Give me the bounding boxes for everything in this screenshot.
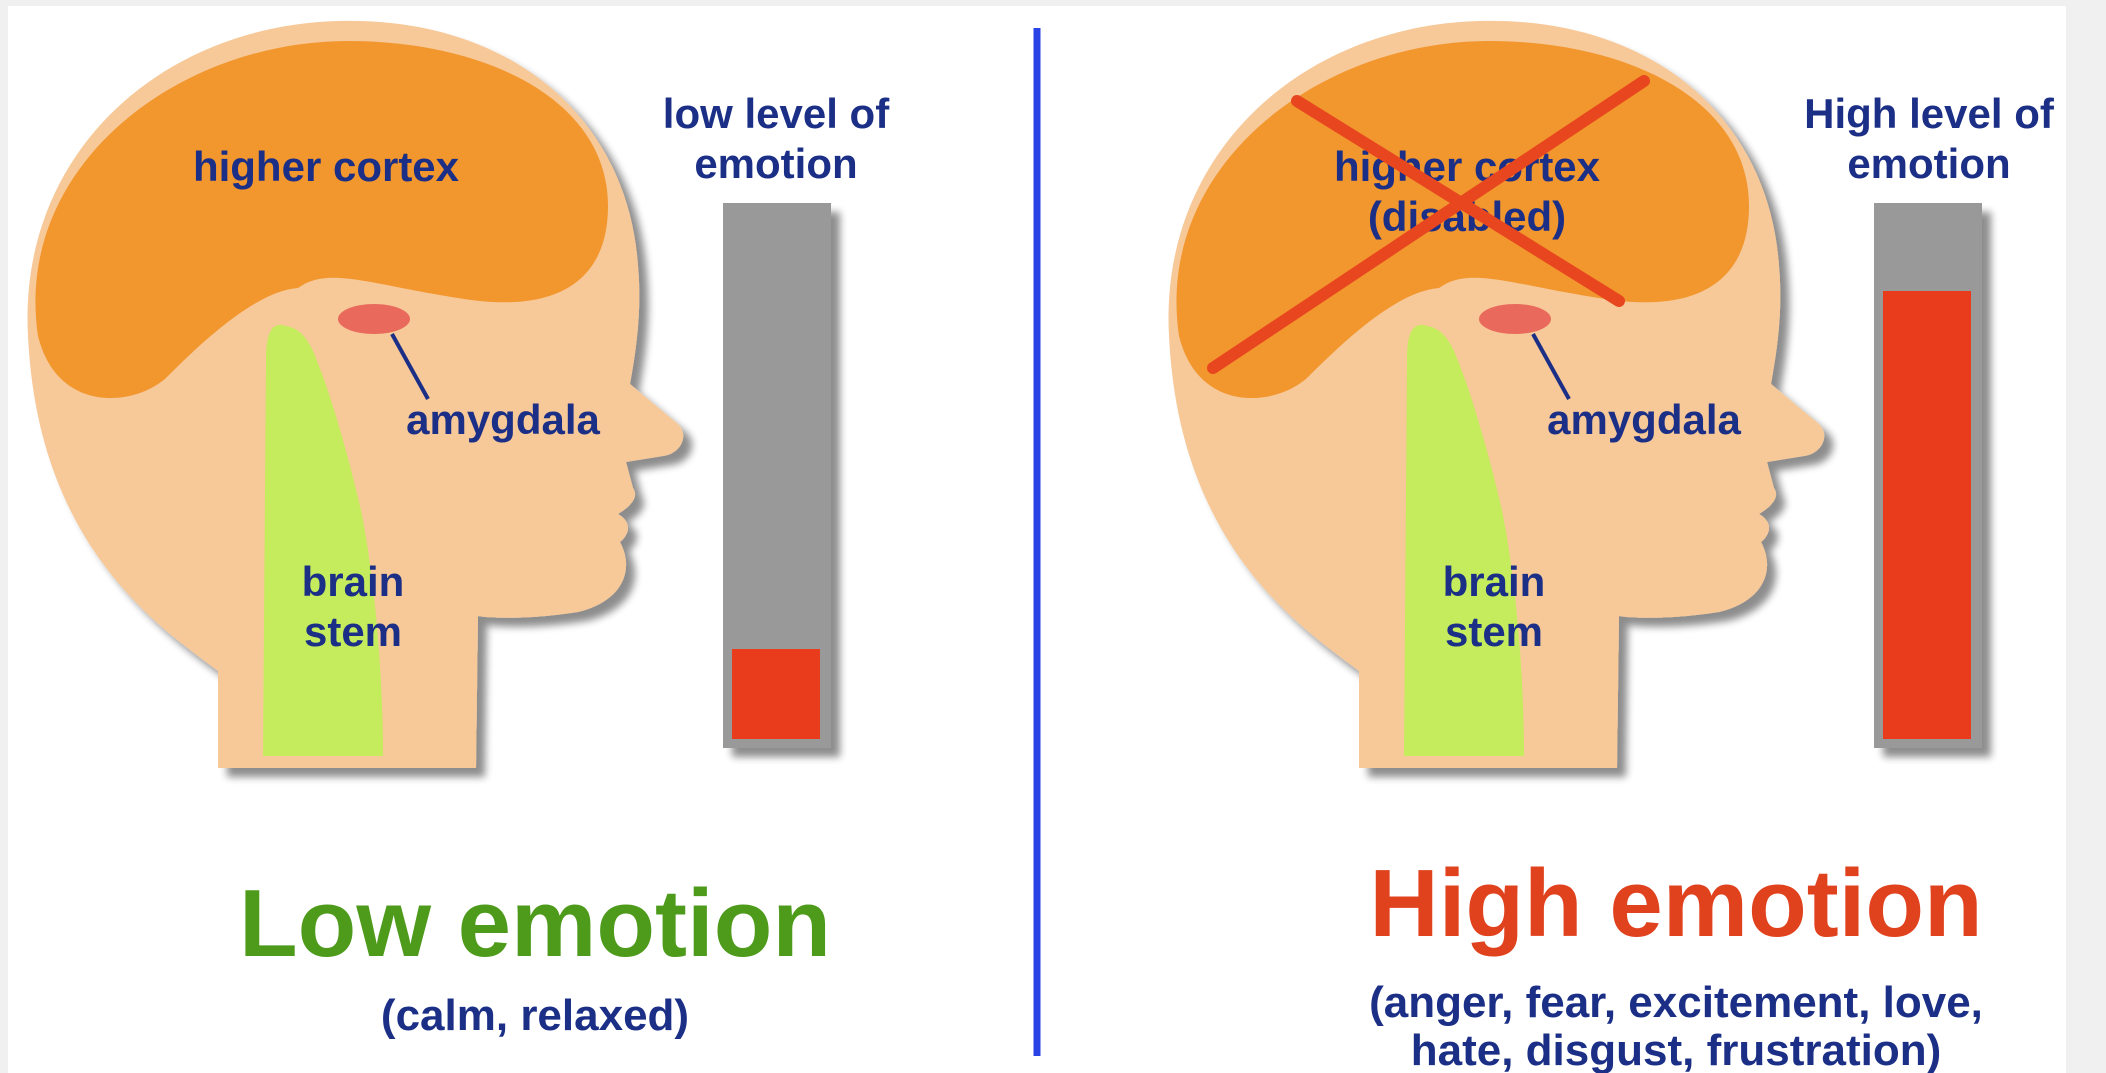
amygdala (338, 304, 410, 334)
meter-fill (1883, 291, 1971, 739)
meter-label-line2: emotion (1847, 140, 2010, 187)
meter-label-line1: High level of (1804, 90, 2055, 137)
high-emotion-subtitle-line2: hate, disgust, frustration) (1411, 1026, 1941, 1073)
brain-stem-label-line1: brain (302, 558, 405, 605)
low-emotion-subtitle: (calm, relaxed) (381, 991, 689, 1040)
diagram-canvas: higher cortex amygdala brain stem low le… (8, 6, 2066, 1073)
amygdala-label: amygdala (1547, 396, 1741, 443)
emotion-meter-low (723, 203, 831, 748)
amygdala-label: amygdala (406, 396, 600, 443)
emotion-brain-diagram: higher cortex amygdala brain stem low le… (8, 6, 2066, 1073)
right-panel: higher cortex (disabled) amygdala brain … (1168, 21, 2054, 1073)
meter-label-line1: low level of (663, 90, 890, 137)
emotion-meter-high (1874, 203, 1982, 748)
high-emotion-subtitle-line1: (anger, fear, excitement, love, (1369, 978, 1983, 1027)
brain-stem-label-line2: stem (304, 608, 402, 655)
left-panel: higher cortex amygdala brain stem low le… (27, 21, 890, 1040)
low-emotion-title: Low emotion (239, 870, 831, 977)
meter-fill (732, 649, 820, 739)
cortex-label: higher cortex (193, 143, 460, 190)
amygdala (1479, 304, 1551, 334)
meter-label-line2: emotion (694, 140, 857, 187)
brain-stem-label-line2: stem (1445, 608, 1543, 655)
high-emotion-title: High emotion (1369, 850, 1982, 957)
brain-stem-label-line1: brain (1443, 558, 1546, 605)
